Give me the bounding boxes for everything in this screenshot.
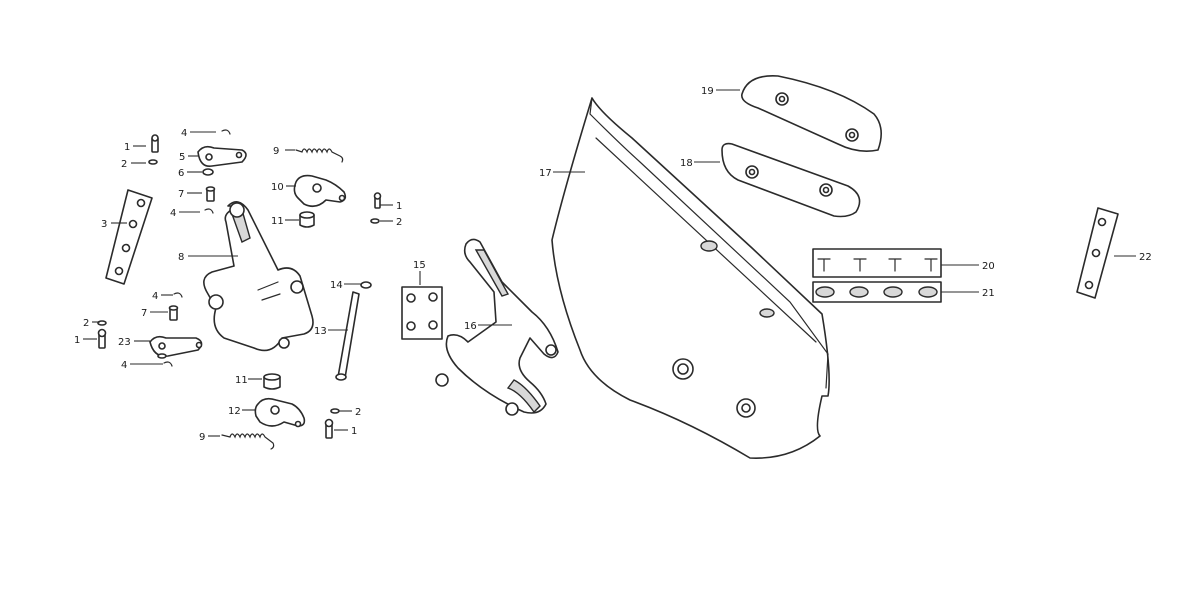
part-6-washer: [202, 168, 214, 176]
callout-2: 2: [121, 159, 127, 170]
part-7-pin-top: [205, 186, 216, 202]
part-1-bolt-lower-right: [324, 418, 334, 439]
callout-4: 4: [181, 128, 187, 139]
part-17-windshield: [551, 97, 830, 459]
callout-1: 1: [124, 142, 130, 153]
callout-14: 14: [330, 280, 343, 291]
part-8-main-bracket: [203, 201, 314, 352]
callout-23: 23: [118, 337, 131, 348]
callout-18: 18: [680, 158, 693, 169]
callout-2: 2: [355, 407, 361, 418]
part-18-deflector-plate: [721, 142, 861, 218]
callout-20: 20: [982, 261, 995, 272]
part-1-bolt-top-left: [151, 134, 159, 153]
part-22-right-plate: [1076, 207, 1119, 299]
callout-2: 2: [83, 318, 89, 329]
callout-1: 1: [396, 201, 402, 212]
part-3-bracket-plate: [105, 189, 153, 285]
part-14-washer: [360, 281, 372, 289]
part-21-nut-set: [812, 281, 942, 303]
callout-19: 19: [701, 86, 714, 97]
part-2-washer-center-right: [370, 218, 380, 224]
part-1-bolt-lower-left: [97, 328, 107, 349]
callout-12: 12: [228, 406, 241, 417]
part-20-screw-set: [812, 248, 942, 278]
callout-17: 17: [539, 168, 552, 179]
callout-4: 4: [121, 360, 127, 371]
callout-7: 7: [141, 308, 147, 319]
callout-9: 9: [199, 432, 205, 443]
part-5-lever-arm: [197, 145, 247, 168]
callout-5: 5: [179, 152, 185, 163]
callout-9: 9: [273, 146, 279, 157]
callout-3: 3: [101, 219, 107, 230]
part-9-spring-top: [295, 148, 344, 163]
callout-11: 11: [235, 375, 248, 386]
part-9-spring-lower: [221, 433, 275, 450]
part-4-clip-d: [163, 361, 173, 367]
part-23-lower-lever-arm: [149, 335, 203, 359]
part-16-windshield-bracket: [435, 238, 559, 416]
part-15-pad: [401, 286, 443, 340]
part-10-pivot-block: [293, 174, 347, 208]
callout-22: 22: [1139, 252, 1152, 263]
leader-lines: [83, 89, 1136, 437]
callout-4: 4: [152, 291, 158, 302]
callout-2: 2: [396, 217, 402, 228]
callout-7: 7: [178, 189, 184, 200]
callout-1: 1: [74, 335, 80, 346]
part-13-rod: [335, 291, 360, 381]
callout-13: 13: [314, 326, 327, 337]
callout-8: 8: [178, 252, 184, 263]
part-2-washer-top-left: [148, 159, 158, 165]
part-4-clip-c: [173, 292, 183, 298]
part-4-clip-b: [204, 208, 214, 214]
callout-10: 10: [271, 182, 284, 193]
callout-4: 4: [170, 208, 176, 219]
callout-21: 21: [982, 288, 995, 299]
callout-16: 16: [464, 321, 477, 332]
callout-15: 15: [413, 260, 426, 271]
callout-6: 6: [178, 168, 184, 179]
part-2-washer-lower-right: [330, 408, 340, 414]
part-19-upper-deflector: [741, 75, 882, 152]
part-11-bushing-top: [299, 211, 315, 228]
part-12-lower-pivot-block: [254, 397, 306, 428]
part-11-bushing-lower: [263, 373, 281, 390]
part-7-pin-lower: [168, 305, 179, 321]
part-1-bolt-center-right: [373, 192, 382, 209]
callout-1: 1: [351, 426, 357, 437]
callout-11: 11: [271, 216, 284, 227]
callout-labels: 1 2 3 4 5 6 7 4 8 9 10 11 1 2 4 7 2 1 23…: [74, 86, 1152, 443]
part-4-clip-a: [221, 129, 231, 135]
